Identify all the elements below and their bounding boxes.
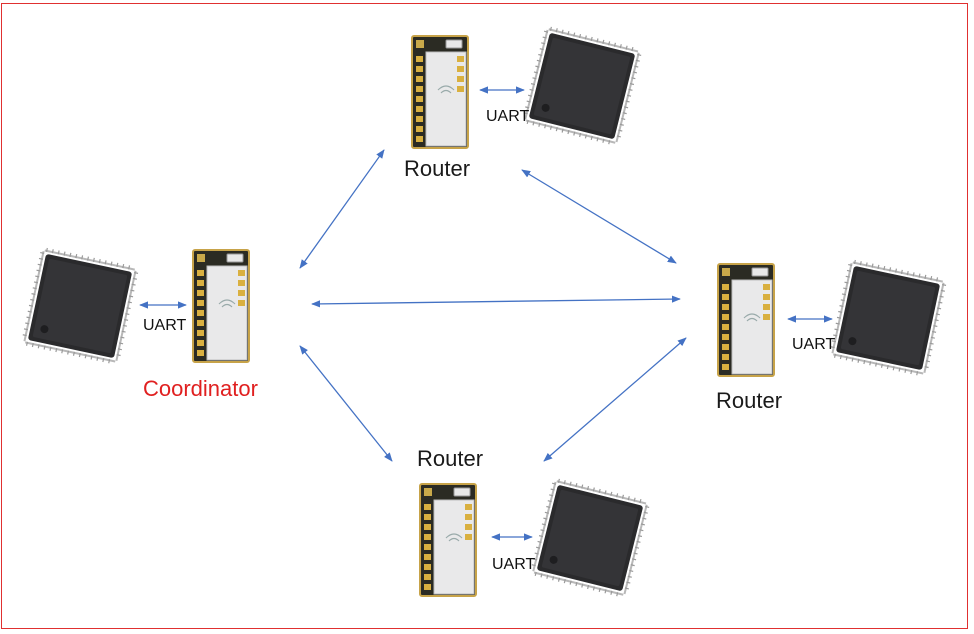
- link-coordinator-router-bottom: [299, 345, 393, 462]
- uart-label-router-right: UART: [792, 336, 836, 353]
- router-top-label: Router: [404, 156, 471, 181]
- mcu-chip-coordinator: [20, 246, 140, 366]
- mcu-chip-router-top: [520, 24, 644, 148]
- zigbee-module-coordinator: [192, 249, 250, 363]
- router-right-label: Router: [716, 388, 783, 413]
- uart-label-router-top: UART: [486, 108, 530, 125]
- link-router-bottom-router-right: [543, 337, 687, 462]
- mcu-chip-router-bottom: [528, 476, 652, 600]
- router-bottom-label: Router: [417, 446, 484, 471]
- link-coordinator-router-right: [311, 295, 681, 308]
- coordinator-label: Coordinator: [143, 376, 258, 401]
- uart-label-coordinator: UART: [143, 317, 187, 334]
- zigbee-module-router-right: [717, 263, 775, 377]
- link-coordinator-router-top: [299, 149, 385, 269]
- mcu-chip-router-right: [828, 258, 948, 378]
- diagram-frame: [1, 3, 968, 629]
- uart-label-router-bottom: UART: [492, 556, 536, 573]
- zigbee-module-router-bottom: [419, 483, 477, 597]
- link-router-top-router-right: [521, 169, 677, 264]
- zigbee-module-router-top: [411, 35, 469, 149]
